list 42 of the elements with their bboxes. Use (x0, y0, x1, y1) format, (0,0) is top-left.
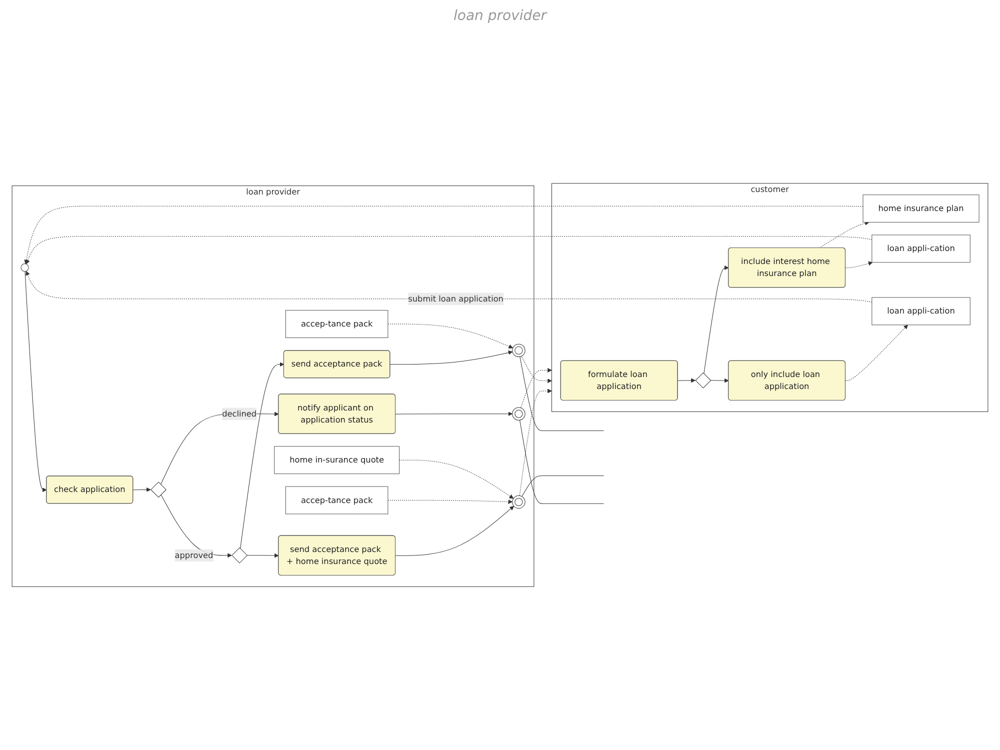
arrow (845, 261, 873, 268)
node-box: loan appli-cation (872, 234, 970, 263)
edge-label: declined (222, 408, 257, 418)
arrow (819, 221, 870, 248)
arrow (522, 356, 552, 384)
arrow (395, 506, 514, 556)
node-diamond (695, 372, 712, 388)
arrow (519, 388, 552, 496)
arrow (395, 412, 513, 416)
arrow (388, 499, 513, 504)
edge-label: approved (174, 550, 214, 560)
node-diamond (232, 547, 248, 564)
node-box: accep-tance pack (285, 486, 388, 514)
node-circle (512, 344, 526, 358)
edge-label: submit loan application (408, 294, 504, 304)
node-box: home insurance plan (862, 194, 980, 222)
arrow (678, 378, 696, 383)
arrow (24, 206, 864, 264)
arrow (710, 378, 729, 383)
arrow (388, 324, 514, 348)
arrow (390, 350, 513, 365)
node-circle (512, 495, 526, 509)
node-diamond (150, 482, 167, 498)
arrow (240, 362, 284, 549)
node-box: accep-tance pack (285, 310, 388, 338)
arrow (246, 553, 279, 558)
arrow (704, 266, 729, 374)
arrow (845, 324, 908, 381)
node-box: home in-surance quote (274, 446, 400, 474)
arrow (520, 368, 552, 408)
connector (520, 420, 604, 504)
node-circle (20, 264, 29, 272)
connector (522, 475, 604, 497)
arrow (132, 487, 151, 492)
arrow (399, 460, 514, 499)
node-circle (512, 407, 526, 420)
arrow (26, 270, 872, 302)
arrow (24, 271, 47, 492)
pool-name: loan provider (454, 8, 546, 24)
arrow (26, 236, 872, 264)
connector (520, 356, 604, 431)
node-box: loan appli-cation (872, 297, 970, 326)
